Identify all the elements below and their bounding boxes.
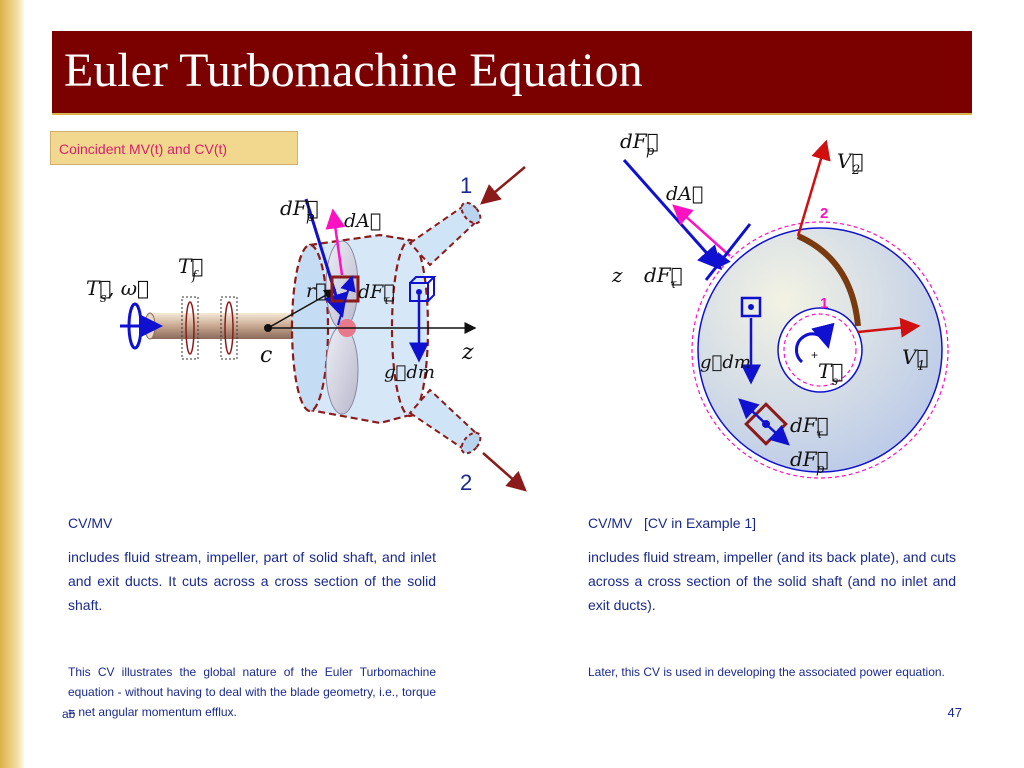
omega-label: , ω⃗ xyxy=(108,276,149,300)
left-turbomachine-diagram: 1 2 dF⃗ p dA⃗ T⃗ f T⃗ s , ω⃗ r⃗ dF⃗ τ c … xyxy=(86,166,527,495)
bottom-surface-element xyxy=(738,398,790,446)
V1-subscript: 1 xyxy=(917,359,925,374)
dFp-bottom-subscript: p xyxy=(816,462,825,477)
dFtau-top-subscript: τ xyxy=(670,277,677,291)
V1-label: V⃗ xyxy=(902,345,928,369)
right-body: includes fluid stream, impeller (and its… xyxy=(588,549,956,613)
outflow-arrow xyxy=(482,452,527,492)
control-volume-boundary xyxy=(290,233,430,425)
left-body: includes fluid stream, impeller, part of… xyxy=(68,549,436,613)
radius-vector xyxy=(267,289,337,329)
station-2-label: 2 xyxy=(460,470,472,495)
dFp-top-label: dF⃗ xyxy=(620,129,659,153)
dFp-bottom-label: dF⃗ xyxy=(790,447,829,471)
dA-label: dA⃗ xyxy=(344,210,381,232)
right-heading: CV/MV [CV in Example 1] xyxy=(588,515,757,531)
gravity-mass-element xyxy=(409,276,437,363)
title-bar: Euler Turbomachine Equation xyxy=(52,31,972,113)
z-label: z xyxy=(611,263,623,287)
shaft-torque-rotation-icon xyxy=(120,302,163,350)
plus-sign: + xyxy=(811,348,818,362)
page-number: 47 xyxy=(947,705,962,720)
left-heading: CV/MV xyxy=(68,515,113,531)
r-label: r⃗ xyxy=(306,280,326,302)
slide-title: Euler Turbomachine Equation xyxy=(64,44,643,97)
station-1-label: 1 xyxy=(820,295,828,312)
dFp-subscript: p xyxy=(306,210,315,225)
blade-curve xyxy=(796,233,861,327)
left-decorative-band xyxy=(0,0,24,768)
outlet-duct-2 xyxy=(408,388,482,455)
dFtau-subscript: τ xyxy=(383,293,390,307)
area-vector xyxy=(672,204,731,257)
V2-subscript: 2 xyxy=(851,163,860,178)
dFp-top-subscript: p xyxy=(646,144,655,159)
dFtau-bottom-subscript: τ xyxy=(816,427,823,441)
right-impeller-diagram: dF⃗ p dA⃗ V⃗ 2 2 z dF⃗ τ 1 g⃗dm V⃗ 1 + T… xyxy=(611,129,949,479)
dFtau-top-label: dF⃗ xyxy=(644,263,683,287)
shear-force-vector xyxy=(337,275,356,326)
Tf-subscript: f xyxy=(191,269,199,284)
gdm-label: g⃗dm xyxy=(700,352,751,373)
Ts-label: T⃗ xyxy=(86,276,111,300)
gdm-label: g⃗dm xyxy=(384,362,435,383)
bearing-friction-left xyxy=(181,296,199,360)
right-note: Later, this CV is used in developing the… xyxy=(588,665,945,679)
Ts-subscript: s xyxy=(832,374,838,388)
area-vector xyxy=(325,208,346,276)
V2-label: V⃗ xyxy=(837,149,863,173)
inlet-velocity-vector xyxy=(857,317,921,338)
left-text-column: CV/MV includes fluid stream, impeller, p… xyxy=(68,515,436,745)
cv-mv-tag: Coincident MV(t) and CV(t) xyxy=(50,131,298,165)
inlet-duct-1 xyxy=(408,201,482,267)
c-label: c xyxy=(260,343,272,368)
z-label: z xyxy=(461,340,474,365)
pressure-force-vector xyxy=(304,198,348,318)
station-1-label: 1 xyxy=(460,173,472,198)
dFtau-bottom-label: dF⃗ xyxy=(790,413,829,437)
inflow-arrow xyxy=(480,166,526,205)
Tf-label: T⃗ xyxy=(178,254,203,278)
solid-shaft xyxy=(144,312,300,340)
gravity-mass-element xyxy=(740,296,762,385)
shaft-torque-icon xyxy=(795,322,835,364)
station-2-label: 2 xyxy=(820,205,828,222)
bearing-friction-right xyxy=(220,296,238,360)
dA-label: dA⃗ xyxy=(666,183,703,205)
dFtau-label: dF⃗ xyxy=(358,281,395,303)
Ts-label: T⃗ xyxy=(818,359,843,383)
Ts-subscript: s xyxy=(100,291,107,306)
left-note: This CV illustrates the global nature of… xyxy=(68,665,436,719)
footer-left-mark: ab xyxy=(62,707,76,721)
pressure-force-top-vector xyxy=(622,159,722,271)
right-text-column: CV/MV [CV in Example 1] includes fluid s… xyxy=(588,515,956,715)
shear-force-top-vector xyxy=(714,251,731,270)
dFp-label: dF⃗ xyxy=(280,196,319,220)
exit-velocity-vector xyxy=(796,139,831,237)
